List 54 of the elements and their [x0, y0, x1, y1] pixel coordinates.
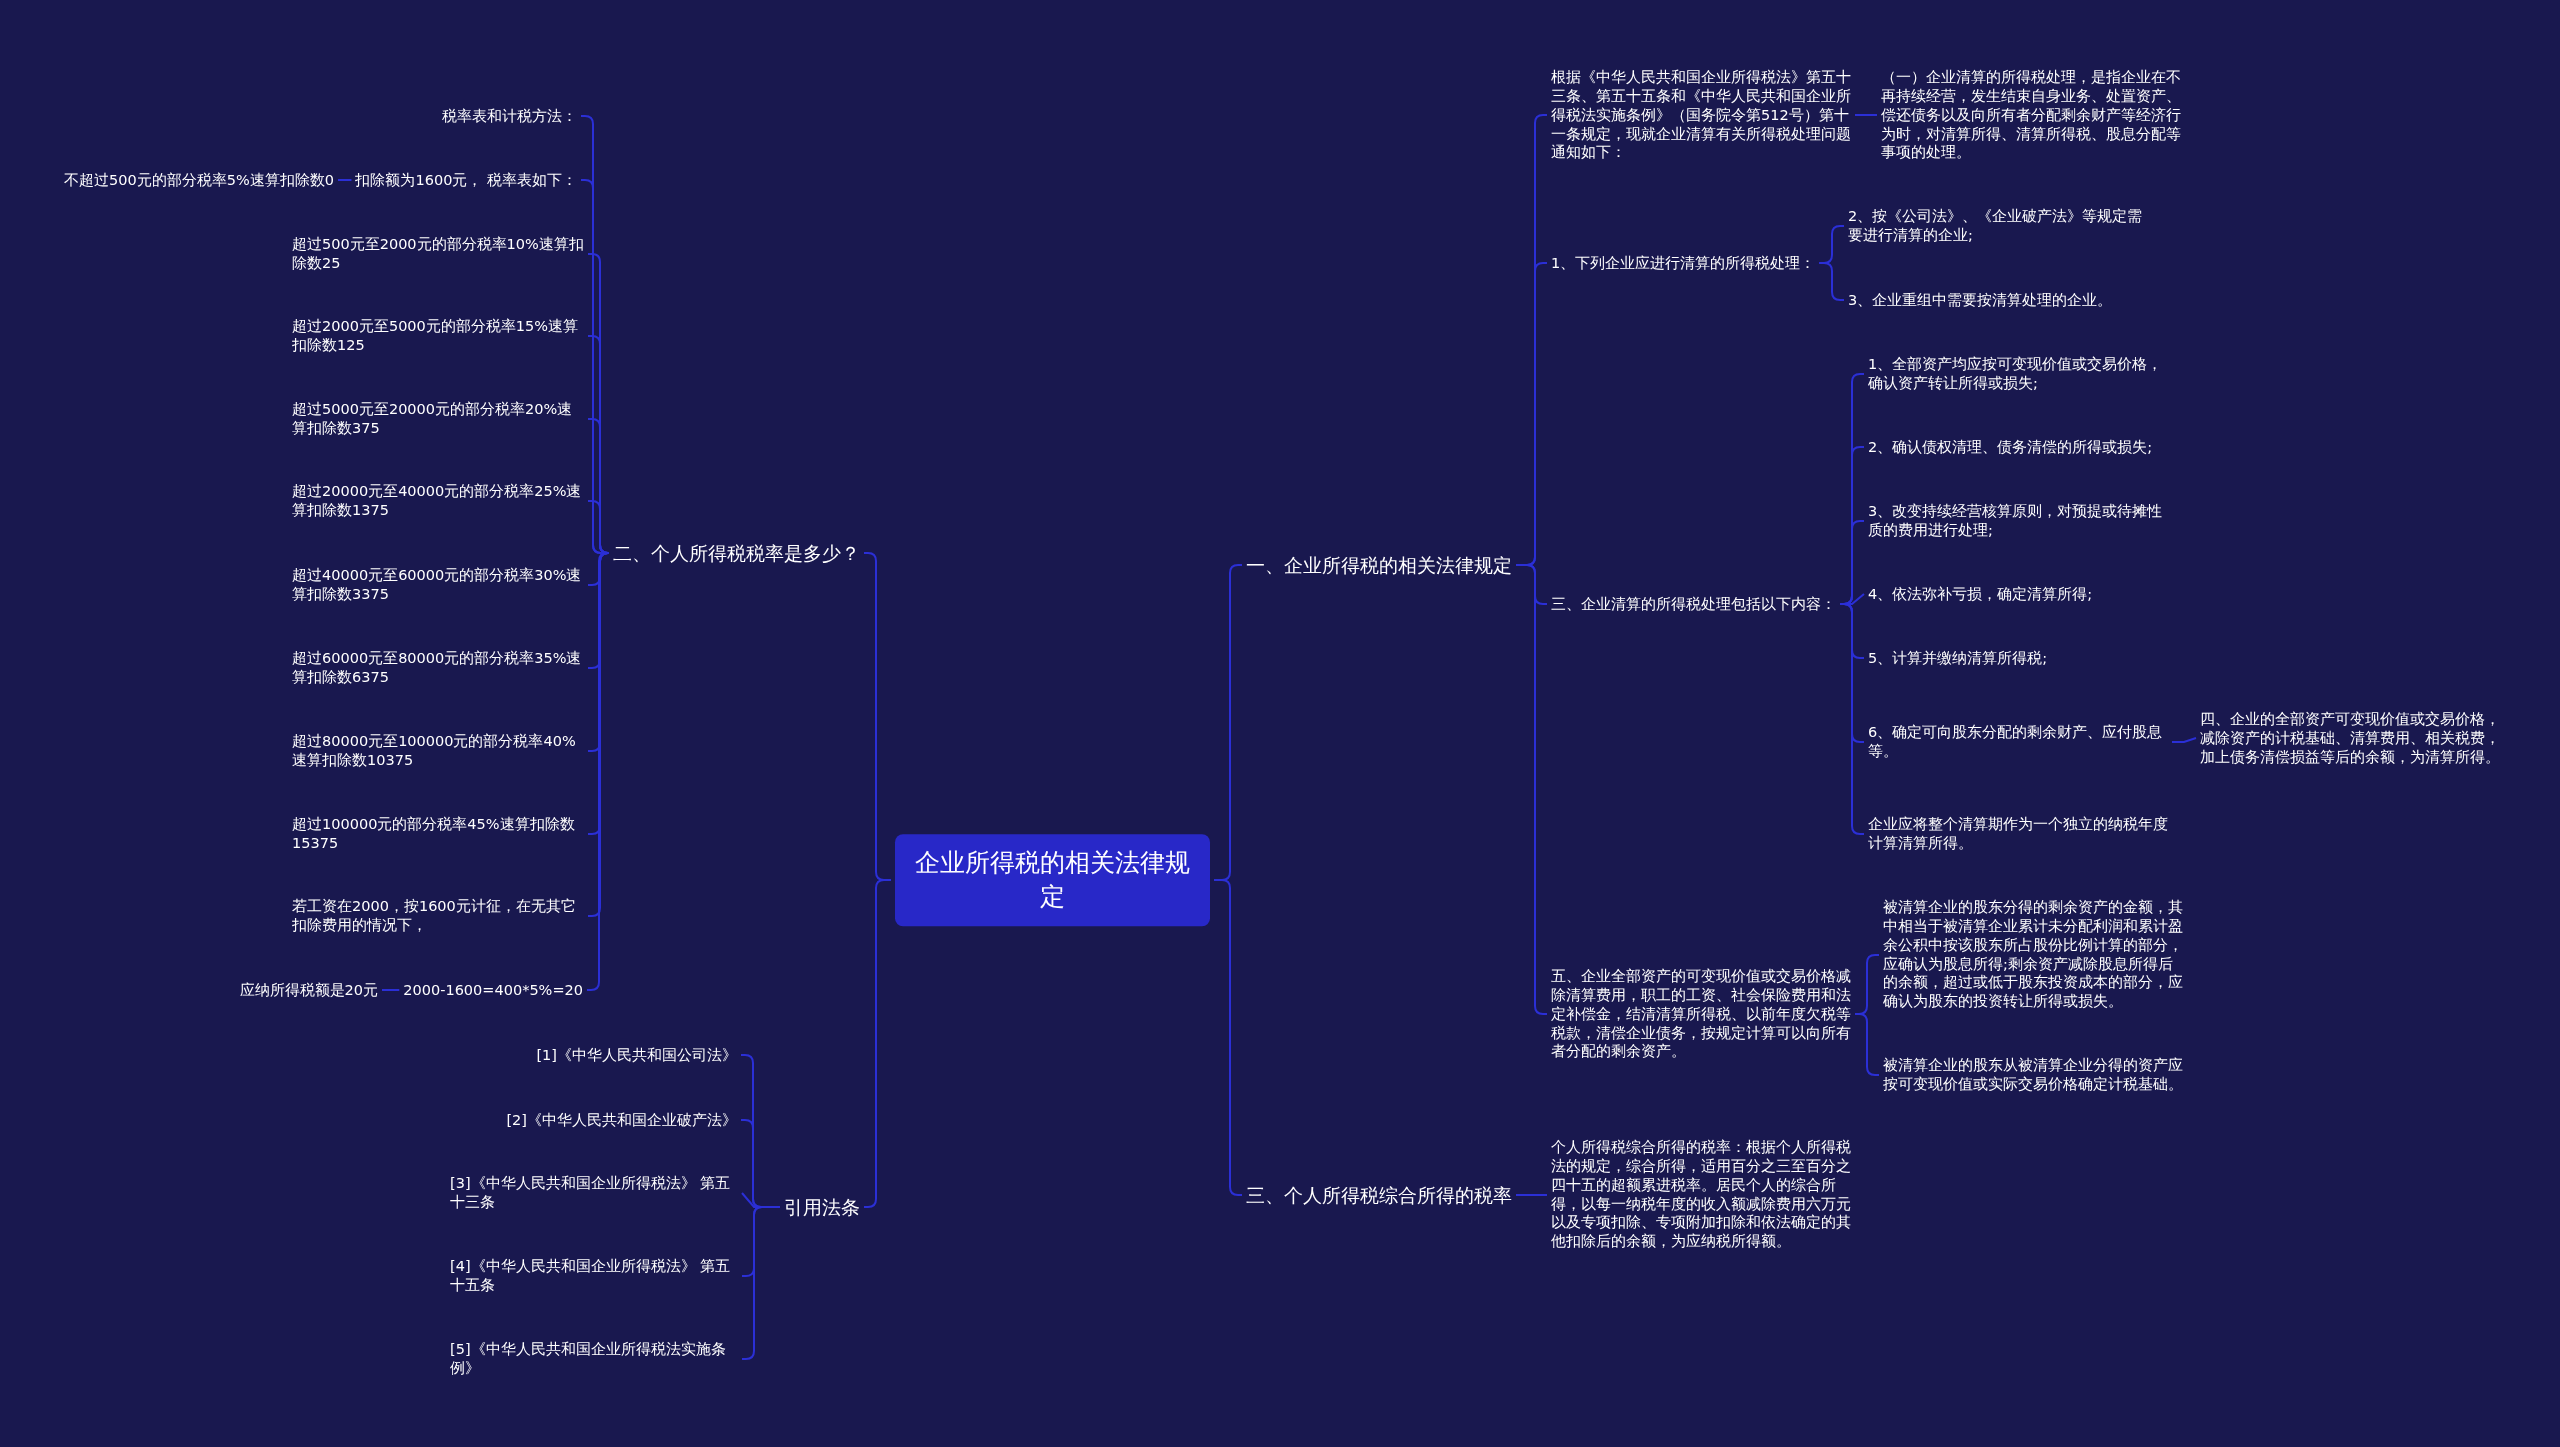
topic-text: 3、改变持续经营核算原则，对预提或待摊性质的费用进行处理; [1868, 502, 2168, 540]
connector-line [586, 552, 610, 991]
connector-line [1818, 262, 1845, 301]
topic-text: 超过80000元至100000元的部分税率40%速算扣除数10375 [292, 732, 584, 770]
topic-text: 1、全部资产均应按可变现价值或交易价格，确认资产转让所得或损失; [1868, 355, 2168, 393]
topic-text: 6、确定可向股东分配的剩余财产、应付股息等。 [1868, 723, 2168, 761]
topic-text: 被清算企业的股东从被清算企业分得的资产应按可变现价值或实际交易价格确定计税基础。 [1883, 1056, 2183, 1094]
topic-text: 应纳所得税额是20元 [239, 980, 378, 1000]
connector-line [1854, 114, 1878, 116]
topic-text: 3、企业重组中需要按清算处理的企业。 [1848, 290, 2113, 310]
connector-line [1213, 879, 1243, 1196]
topic-text: 4、依法弥补亏损，确定清算所得; [1868, 584, 2093, 604]
topic-text: 被清算企业的股东分得的剩余资产的金额，其中相当于被清算企业累计未分配利润和累计盈余公积中按该股东所占股份比例计算的部分，应确认为股息所得;剩余资产减除股息所得后的余额，超过或低于股东投资成本的部分，应确认为股东的投资转让所得或损失。 [1883, 898, 2183, 1012]
topic-text: 超过60000元至80000元的部分税率35%速算扣除数6375 [292, 649, 584, 687]
topic-text: 5、计算并缴纳清算所得税; [1868, 648, 2048, 668]
topic-text: [3]《中华人民共和国企业所得税法》 第五十三条 [450, 1174, 738, 1212]
topic-text: 超过5000元至20000元的部分税率20%速算扣除数375 [292, 400, 584, 438]
connector-line [381, 989, 401, 991]
topic-text: 若工资在2000，按1600元计征，在无其它扣除费用的情况下， [292, 897, 584, 935]
topic-text: （一）企业清算的所得税处理，是指企业在不再持续经营，发生结束自身业务、处置资产、偿还债务以及向所有者分配剩余财产等经济行为时，对清算所得、清算所得税、股息分配等事项的处理。 [1881, 67, 2181, 163]
topic-text: [4]《中华人民共和国企业所得税法》 第五十五条 [450, 1257, 738, 1295]
topic-text: 1、下列企业应进行清算的所得税处理： [1551, 253, 1816, 273]
topic-text: 超过500元至2000元的部分税率10%速算扣除数25 [292, 235, 584, 273]
branch-topic: 一、企业所得税的相关法律规定 [1246, 552, 1512, 578]
connector-line [337, 179, 353, 181]
topic-text: 超过40000元至60000元的部分税率30%速算扣除数3375 [292, 566, 584, 604]
connector-line [1839, 603, 1865, 835]
topic-text: 税率表和计税方法： [442, 106, 577, 126]
topic-text: 不超过500元的部分税率5%速算扣除数0 [64, 170, 334, 190]
branch-topic: 二、个人所得税税率是多少？ [613, 540, 860, 566]
topic-text: 扣除额为1600元， 税率表如下： [355, 170, 577, 190]
topic-text: 2000-1600=400*5%=20 [403, 980, 583, 1000]
topic-text: 五、企业全部资产的可变现价值或交易价格减除清算费用，职工的工资、社会保险费用和法定补偿金，结清清算所得税、以前年度欠税等税款，清偿企业债务，按规定计算可以向所有者分配的剩余资产。 [1551, 966, 1851, 1062]
topic-text: 超过100000元的部分税率45%速算扣除数15375 [292, 815, 584, 853]
branch-topic: 三、个人所得税综合所得的税率 [1246, 1182, 1512, 1208]
connector-line [1854, 1013, 1880, 1076]
topic-text: 超过20000元至40000元的部分税率25%速算扣除数1375 [292, 482, 584, 520]
connector-line [2171, 737, 2197, 743]
topic-text: 企业应将整个清算期作为一个独立的纳税年度计算清算所得。 [1868, 815, 2168, 853]
topic-text: 四、企业的全部资产可变现价值或交易价格，减除资产的计税基础、清算费用、相关税费，加上债务清偿损益等后的余额，为清算所得。 [2200, 709, 2510, 767]
central-topic-box: 企业所得税的相关法律规定 [895, 834, 1210, 926]
topic-text: 2、确认债权清理、债务清偿的所得或损失; [1868, 437, 2153, 457]
connector-line [1515, 1194, 1548, 1196]
topic-text: 根据《中华人民共和国企业所得税法》第五十三条、第五十五条和《中华人民共和国企业所得税法实施条例》（国务院令第512号）第十一条规定，现就企业清算有关所得税处理问题通知如下： [1551, 67, 1851, 163]
topic-text: 2、按《公司法》、《企业破产法》等规定需要进行清算的企业; [1848, 207, 2148, 245]
connector-line [863, 879, 892, 1208]
topic-text: 超过2000元至5000元的部分税率15%速算扣除数125 [292, 317, 584, 355]
branch-topic: 引用法条 [784, 1194, 860, 1220]
topic-text: 三、企业清算的所得税处理包括以下内容： [1551, 594, 1836, 614]
connector-line [741, 1206, 781, 1360]
topic-text: [1]《中华人民共和国公司法》 [536, 1045, 737, 1065]
topic-text: [5]《中华人民共和国企业所得税法实施条例》 [450, 1340, 738, 1378]
topic-text: [2]《中华人民共和国企业破产法》 [506, 1110, 737, 1130]
topic-text: 个人所得税综合所得的税率：根据个人所得税法的规定，综合所得，适用百分之三至百分之四十五的超额累进税率。居民个人的综合所得，以每一纳税年度的收入额减除费用六万元以及专项扣除、专项附加扣除和依法确定的其他扣除后的余额，为应纳税所得额。 [1551, 1138, 1851, 1252]
